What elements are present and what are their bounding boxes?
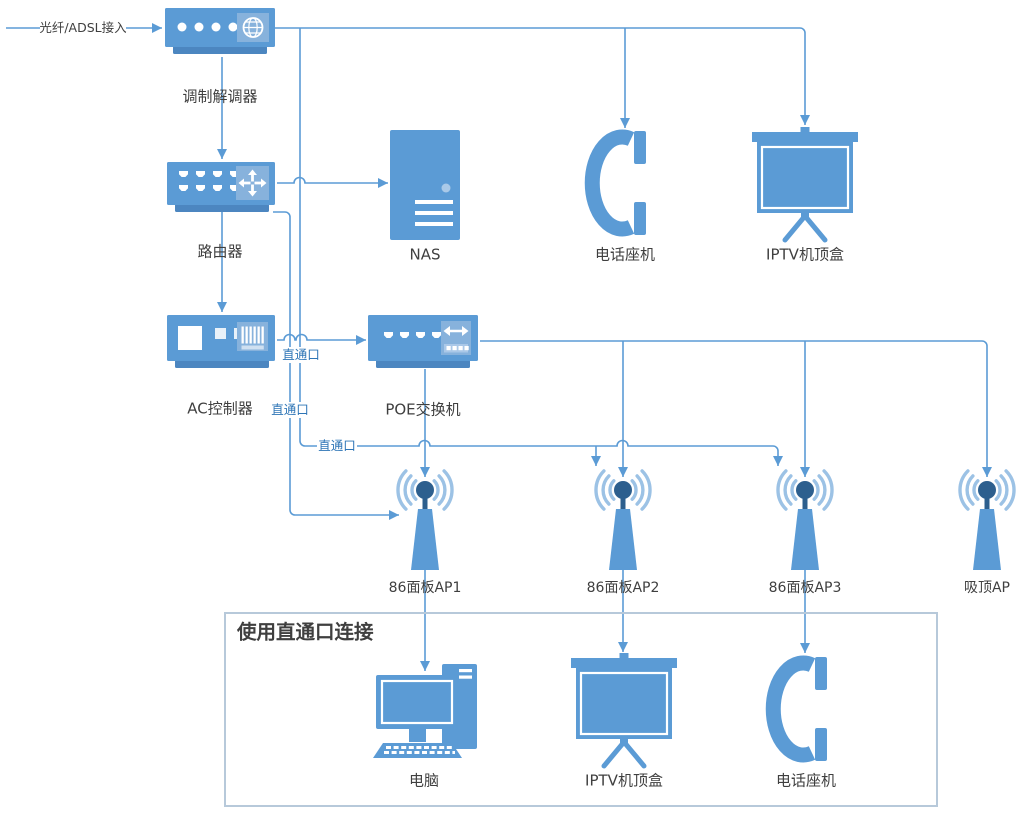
ac-display [178,326,202,350]
svg-text:直通口: 直通口 [282,347,320,362]
pc-monitor [376,675,458,729]
passthrough-label-ac: 直通口 [281,347,321,363]
link-router-to-ap1 [273,211,399,520]
router-label: 路由器 [197,243,242,261]
pc-device: 电脑 [373,664,477,790]
modem-label: 调制解调器 [182,88,257,106]
ac-controller-label: AC控制器 [187,400,252,418]
ac-base [175,360,269,368]
ap2-label: 86面板AP2 [587,580,660,596]
vent-grille-icon [237,322,268,351]
routing-arrows-icon [236,166,269,200]
phone-top-label: 电话座机 [595,246,655,264]
passthrough-group-box: 使用直通口连接 [224,612,938,807]
tv-screen-icon [752,127,858,240]
ceiling-ap-label: 吸顶AP [964,580,1010,596]
passthrough-label-line: 直通口 [317,438,357,454]
router-base [175,204,269,212]
ap1-device: 86面板AP1 [389,469,462,596]
phone-bottom-label: 电话座机 [776,772,836,790]
nas-led [441,183,451,193]
ap3-label: 86面板AP3 [769,580,842,596]
modem-device: 调制解调器 [165,8,275,106]
wifi-antenna-icon [958,469,1016,572]
pc-keyboard [373,743,462,758]
iptv-top-device: IPTV机顶盒 [752,127,858,264]
nas-device: NAS [390,130,460,264]
entry-label: 光纤/ADSL接入 [39,20,127,35]
poe-base [376,360,470,368]
phone-handset-icon [592,131,646,235]
wifi-antenna-icon [396,469,454,572]
connector-lines [6,23,992,671]
phone-handset-icon [773,657,827,761]
svg-text:直通口: 直通口 [271,402,309,417]
switch-arrows-icon [441,321,471,355]
iptv-bottom-device: IPTV机顶盒 [571,653,677,790]
ap3-device: 86面板AP3 [769,469,842,596]
link-router-to-nas [277,176,388,188]
router-device: 路由器 [167,162,275,261]
phone-bottom-device: 电话座机 [773,657,836,790]
tv-screen-icon [571,653,677,766]
nas-label: NAS [409,246,440,264]
ac-controller-device: AC控制器 [167,315,275,418]
wifi-antenna-icon [594,469,652,572]
link-ac-to-poe [277,333,366,345]
iptv-bottom-label: IPTV机顶盒 [585,772,663,790]
pc-label: 电脑 [409,772,439,790]
link-poe-to-ceiling-ap [480,340,992,477]
group-box-border [224,612,938,807]
modem-base [173,46,267,54]
ap1-label: 86面板AP1 [389,580,462,596]
phone-top-device: 电话座机 [592,131,655,264]
svg-text:直通口: 直通口 [318,438,356,453]
pc-stand [409,729,426,742]
link-passthrough-horizontal [356,439,783,466]
poe-switch-device: POE交换机 [368,315,478,419]
ap2-device: 86面板AP2 [587,469,660,596]
iptv-top-label: IPTV机顶盒 [766,246,844,264]
ceiling-ap-device: 吸顶AP [958,469,1016,596]
link-modem-to-iptv-top [275,27,810,125]
group-box-title: 使用直通口连接 [236,621,374,644]
globe-icon [237,13,269,42]
link-passthrough-vertical [299,28,318,447]
passthrough-label-mid: 直通口 [270,402,310,418]
wifi-antenna-icon [776,469,834,572]
poe-switch-label: POE交换机 [385,401,460,419]
entry-label-group: 光纤/ADSL接入 [39,20,127,36]
